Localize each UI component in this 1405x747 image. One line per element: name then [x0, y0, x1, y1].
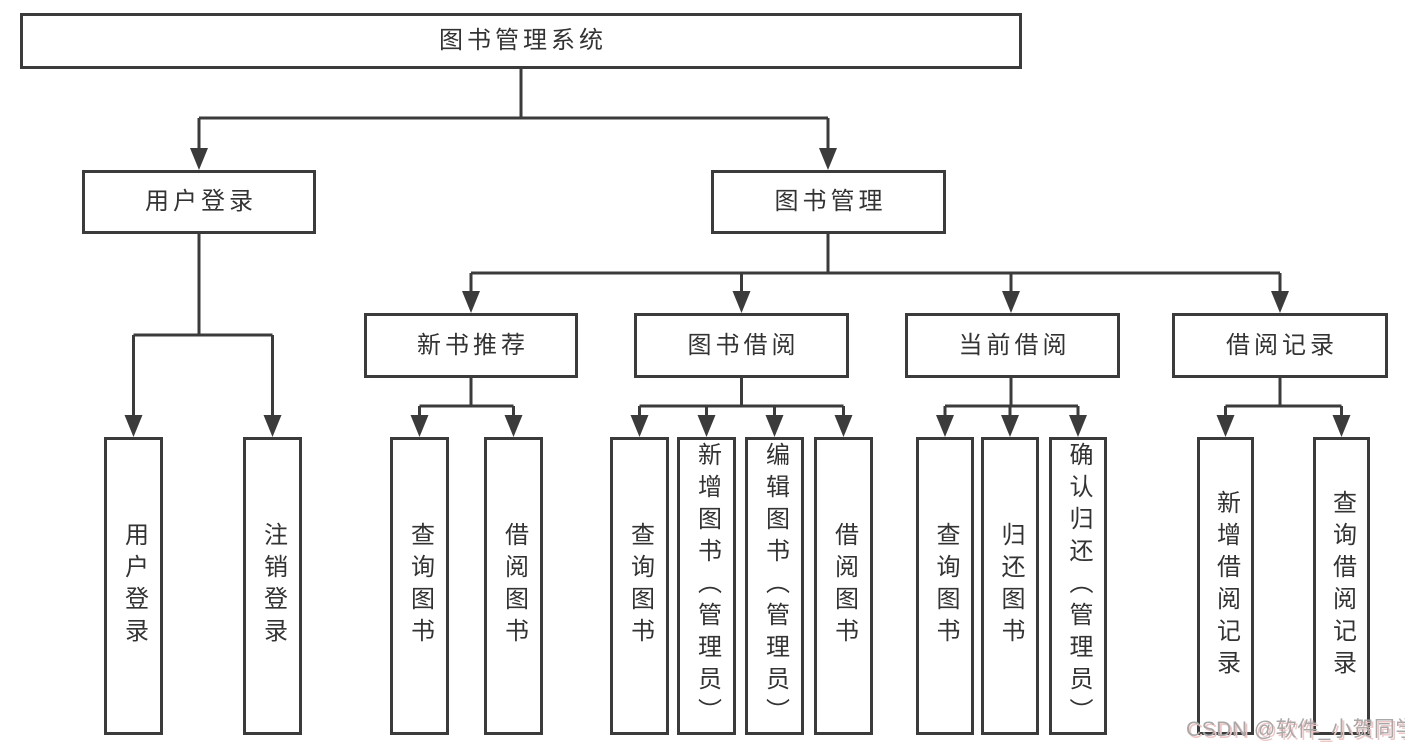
arrowhead — [124, 415, 143, 437]
arrowhead — [1069, 415, 1087, 437]
node-new-book-recommend-label: 新书推荐 — [417, 331, 529, 359]
node-leaf-confirm-return-admin: 确认归还（管理员） — [1049, 437, 1107, 735]
node-leaf-query-book-recommend: 查询图书 — [390, 437, 449, 735]
node-leaf-return-book: 归还图书 — [981, 437, 1039, 735]
node-root-label: 图书管理系统 — [439, 27, 607, 54]
node-leaf-label: 查询借阅记录 — [1328, 490, 1356, 682]
node-leaf-borrow-book-recommend: 借阅图书 — [484, 437, 543, 735]
node-leaf-logout-label: 注销登录 — [259, 522, 287, 650]
node-leaf-label: 查询图书 — [932, 522, 959, 650]
arrowhead — [1002, 291, 1020, 313]
connector-book-borrow-group — [638, 378, 845, 416]
connector-borrow-record-group — [1224, 378, 1343, 416]
node-leaf-label: 新增图书（管理员） — [693, 442, 721, 730]
arrowhead — [410, 415, 429, 437]
connector-book-mgmt-to-level3 — [469, 234, 1282, 292]
connector-new-book-group — [418, 378, 515, 416]
node-current-borrow-label: 当前借阅 — [958, 331, 1071, 359]
arrowhead — [1332, 415, 1351, 437]
node-leaf-query-book-borrow: 查询图书 — [610, 437, 669, 735]
node-leaf-edit-book-admin: 编辑图书（管理员） — [745, 437, 804, 735]
node-leaf-logout: 注销登录 — [243, 437, 302, 735]
node-borrow-record-label: 借阅记录 — [1226, 331, 1338, 359]
arrowhead — [732, 291, 751, 313]
arrowhead — [1216, 415, 1235, 437]
arrowhead — [697, 415, 716, 437]
node-leaf-label: 确认归还（管理员） — [1065, 442, 1092, 730]
arrowhead — [819, 148, 837, 170]
arrowhead — [765, 415, 784, 437]
arrowhead — [834, 415, 853, 437]
node-book-borrow-label: 图书借阅 — [687, 331, 800, 359]
arrowhead — [462, 291, 480, 313]
node-root-system: 图书管理系统 — [20, 13, 1022, 69]
arrowhead — [1001, 415, 1019, 437]
node-leaf-user-login: 用户登录 — [104, 437, 163, 735]
arrowhead — [263, 415, 282, 437]
arrowhead — [936, 415, 954, 437]
arrowhead — [190, 148, 208, 170]
arrowhead — [504, 415, 523, 437]
node-leaf-query-book-current: 查询图书 — [916, 437, 974, 735]
node-book-borrow: 图书借阅 — [634, 313, 849, 378]
node-leaf-label: 查询图书 — [626, 522, 654, 650]
node-book-management: 图书管理 — [711, 170, 946, 234]
node-user-login-label: 用户登录 — [145, 188, 257, 215]
node-leaf-add-borrow-record: 新增借阅记录 — [1197, 437, 1254, 735]
node-current-borrow: 当前借阅 — [905, 313, 1120, 378]
node-leaf-label: 归还图书 — [997, 522, 1024, 650]
node-borrow-record: 借阅记录 — [1172, 313, 1388, 378]
connector-current-borrow-group — [943, 378, 1080, 416]
node-leaf-query-borrow-record: 查询借阅记录 — [1313, 437, 1370, 735]
arrowhead — [630, 415, 649, 437]
node-user-login: 用户登录 — [82, 170, 316, 234]
node-leaf-label: 借阅图书 — [830, 522, 858, 650]
node-leaf-borrow-book: 借阅图书 — [814, 437, 873, 735]
node-leaf-user-login-label: 用户登录 — [120, 522, 148, 650]
csdn-watermark: CSDN @软件_小贺同学 — [1186, 718, 1405, 741]
node-leaf-label: 查询图书 — [406, 522, 434, 650]
connector-root-to-level2 — [197, 69, 830, 150]
connector-user-login-group — [132, 234, 274, 416]
node-leaf-add-book-admin: 新增图书（管理员） — [677, 437, 736, 735]
arrowhead — [1271, 291, 1289, 313]
node-leaf-label: 编辑图书（管理员） — [761, 442, 789, 730]
node-book-management-label: 图书管理 — [774, 188, 887, 215]
node-new-book-recommend: 新书推荐 — [364, 313, 578, 378]
node-leaf-label: 借阅图书 — [500, 522, 528, 650]
node-leaf-label: 新增借阅记录 — [1212, 490, 1240, 682]
